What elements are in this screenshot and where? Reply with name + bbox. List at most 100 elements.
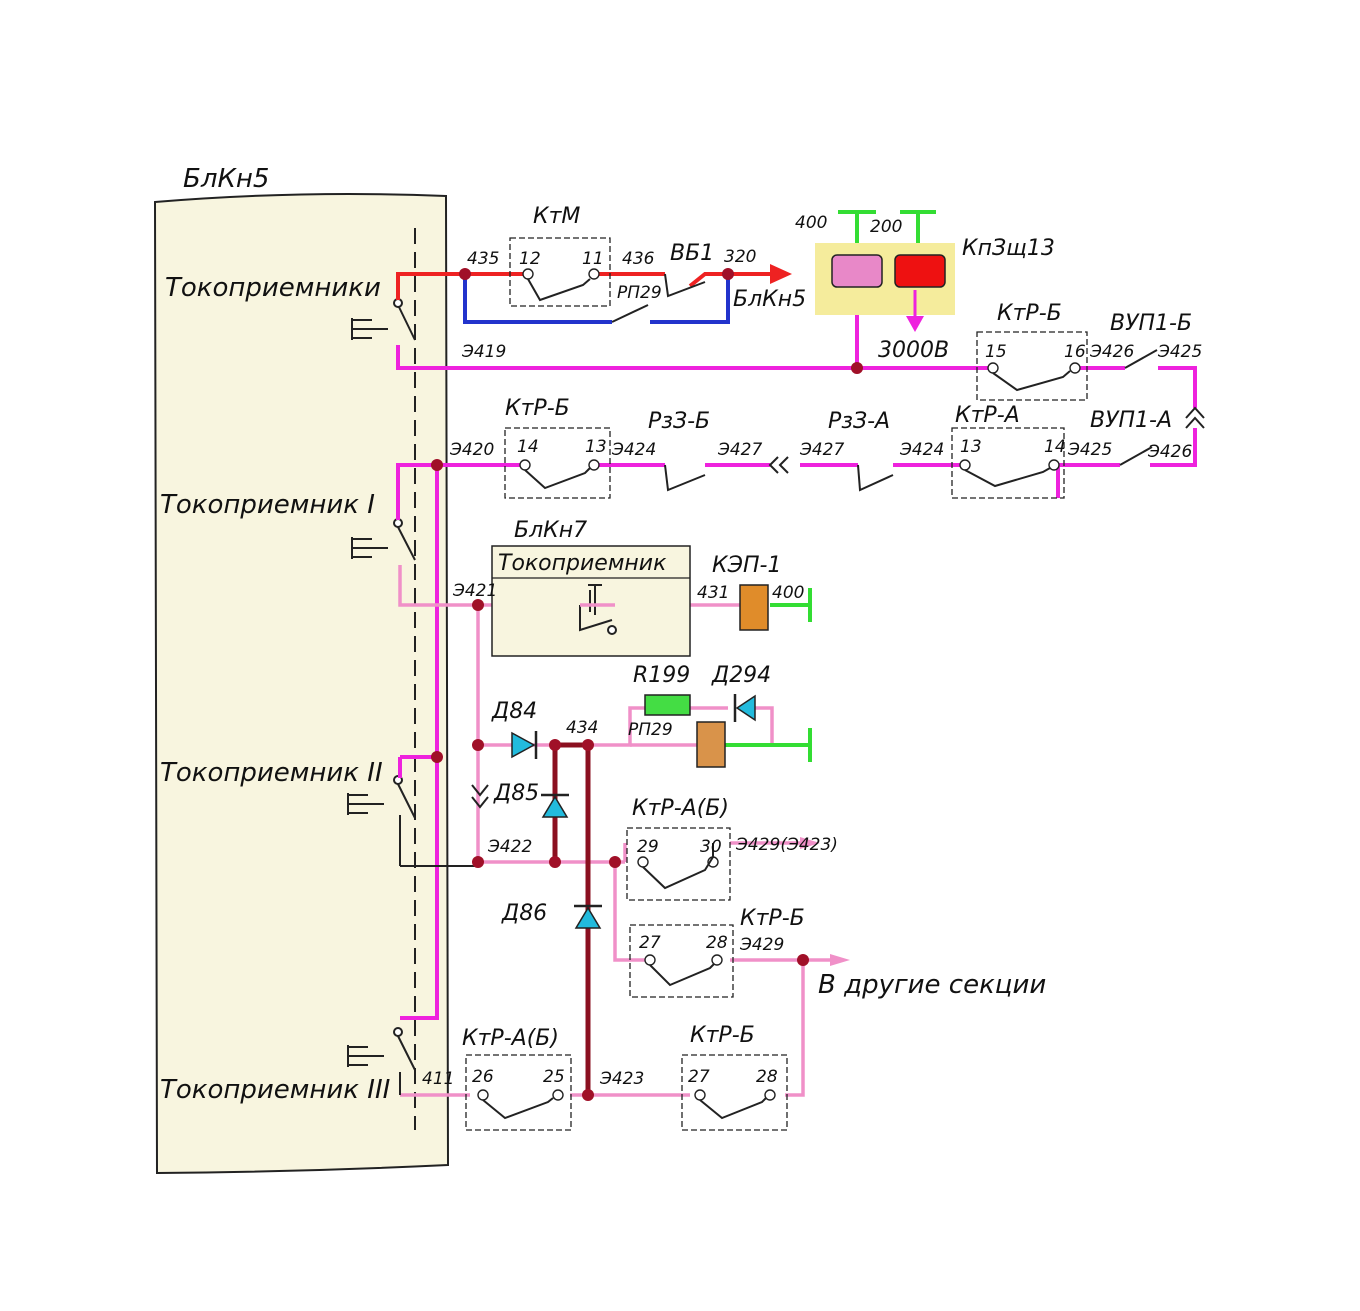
kpz-400-cell: [831, 254, 883, 288]
resistor-r199: [644, 694, 691, 716]
label-pin30: 30: [700, 837, 722, 857]
box-ktrb-27-28-upper: [629, 924, 734, 998]
node-d84-out: [549, 739, 561, 751]
contact-ktrab-26-25: [482, 1097, 554, 1120]
arrow-320: [770, 264, 792, 284]
pin-14: [519, 459, 531, 471]
label-d85: Д85: [493, 781, 539, 806]
label-pin15: 15: [985, 342, 1007, 362]
label-e429-e423: Э429(Э423): [735, 835, 838, 855]
label-e426-top: Э426: [1089, 342, 1135, 362]
label-436: 436: [622, 249, 655, 269]
label-pin26: 26: [472, 1067, 494, 1087]
pin-15: [987, 362, 999, 374]
label-320: 320: [724, 247, 756, 267]
label-400-kep: 400: [772, 583, 804, 603]
node-d85-out: [549, 856, 561, 868]
label-e425-mid: Э425: [1067, 440, 1112, 460]
contact-ktm: [527, 278, 591, 302]
contact-vb1: [664, 273, 706, 298]
node-320: [722, 268, 734, 280]
pin-ktra-13: [959, 459, 971, 471]
node-e423: [582, 1089, 594, 1101]
label-blkn7-tokopriemnik: Токоприемник: [498, 551, 667, 576]
label-d294: Д294: [711, 663, 771, 688]
connector-d85: [471, 784, 489, 809]
label-kpz-200: 200: [870, 217, 902, 237]
label-ktrb-27-28-upper: КтР-Б: [740, 906, 805, 931]
contact-ktra-13-14: [964, 467, 1051, 488]
label-3000v: 3000В: [878, 338, 949, 363]
node-tok2: [431, 751, 443, 763]
node-kpz: [851, 362, 863, 374]
pin-27-upper: [644, 954, 656, 966]
contact-vup1b: [1124, 349, 1158, 369]
label-ktm-pin12: 12: [519, 249, 541, 269]
contact-ktrab-29-30: [642, 843, 714, 890]
label-e419: Э419: [461, 342, 506, 362]
label-pin25: 25: [543, 1067, 565, 1087]
box-ktra-13-14: [951, 427, 1065, 499]
panel-blkn5: [153, 193, 450, 1175]
label-blkn7: БлКн7: [514, 518, 587, 543]
label-pin29: 29: [637, 837, 659, 857]
label-d86: Д86: [501, 901, 547, 926]
label-ktrab-29-30: КтР-А(Б): [632, 796, 729, 821]
arrow-other-sections: [830, 954, 850, 966]
pin-25: [552, 1089, 564, 1101]
connector-e427: [768, 456, 789, 474]
node-e422: [472, 856, 484, 868]
label-ktrb-27-28-lower: КтР-Б: [690, 1023, 755, 1048]
box-ktrab-29-30: [626, 827, 731, 901]
label-kpz-400: 400: [795, 213, 827, 233]
wire-blue-rp29: [463, 274, 730, 324]
label-411: 411: [422, 1069, 454, 1089]
label-435: 435: [467, 249, 499, 269]
diode-d294: [733, 694, 756, 722]
label-431: 431: [697, 583, 729, 603]
label-pin14: 14: [517, 437, 539, 457]
label-pin28-upper: 28: [706, 933, 728, 953]
label-rp29-top: РП29: [617, 283, 662, 303]
label-tokopriemnik-3: Токоприемник III: [160, 1075, 390, 1105]
label-ktrab-26-25: КтР-А(Б): [462, 1026, 559, 1051]
wire-red-435-320: [396, 272, 770, 300]
wire-e421: [398, 565, 830, 1097]
node-435: [459, 268, 471, 280]
label-e425-top: Э425: [1157, 342, 1202, 362]
junction-nodes: [431, 268, 863, 1101]
contact-ktrb-15-16: [992, 370, 1071, 392]
node-d84-in: [472, 739, 484, 751]
diode-d86: [574, 904, 602, 929]
contact-rp29: [611, 304, 649, 323]
label-ktm: КтМ: [533, 204, 580, 229]
contact-ktrb-27-28-lower: [699, 1097, 767, 1120]
label-pin13: 13: [585, 437, 607, 457]
contact-ktrb-27-28-upper: [649, 963, 715, 987]
label-vb1: ВБ1: [670, 241, 714, 266]
label-pin27-upper: 27: [639, 933, 661, 953]
node-434: [582, 739, 594, 751]
node-e429: [797, 954, 809, 966]
label-blkn5-out: БлКн5: [733, 287, 806, 312]
pin-ktra-14: [1048, 459, 1060, 471]
connector-vup: [1185, 406, 1205, 429]
label-ktra-pin14: 14: [1044, 437, 1066, 457]
switch-tokopriemnik-1: [351, 518, 416, 561]
contact-ktrb-14-13: [524, 467, 591, 490]
label-e424-b: Э424: [899, 440, 944, 460]
coil-kep1: [739, 584, 769, 631]
label-e427-b: Э427: [799, 440, 845, 460]
contact-rz3b: [664, 464, 706, 492]
label-other-sections: В другие секции: [818, 970, 1046, 1000]
label-rz3a: РзЗ-А: [828, 409, 890, 434]
label-d84: Д84: [491, 699, 537, 724]
switch-tokopriemnik-3: [347, 1027, 416, 1071]
node-e422-right: [609, 856, 621, 868]
label-e423: Э423: [599, 1069, 644, 1089]
label-rp29-coil: РП29: [628, 720, 673, 740]
label-tokopriemnik-1: Токоприемник I: [160, 490, 375, 520]
label-ktra-pin13: 13: [960, 437, 982, 457]
node-e421: [472, 599, 484, 611]
pin-26: [477, 1089, 489, 1101]
